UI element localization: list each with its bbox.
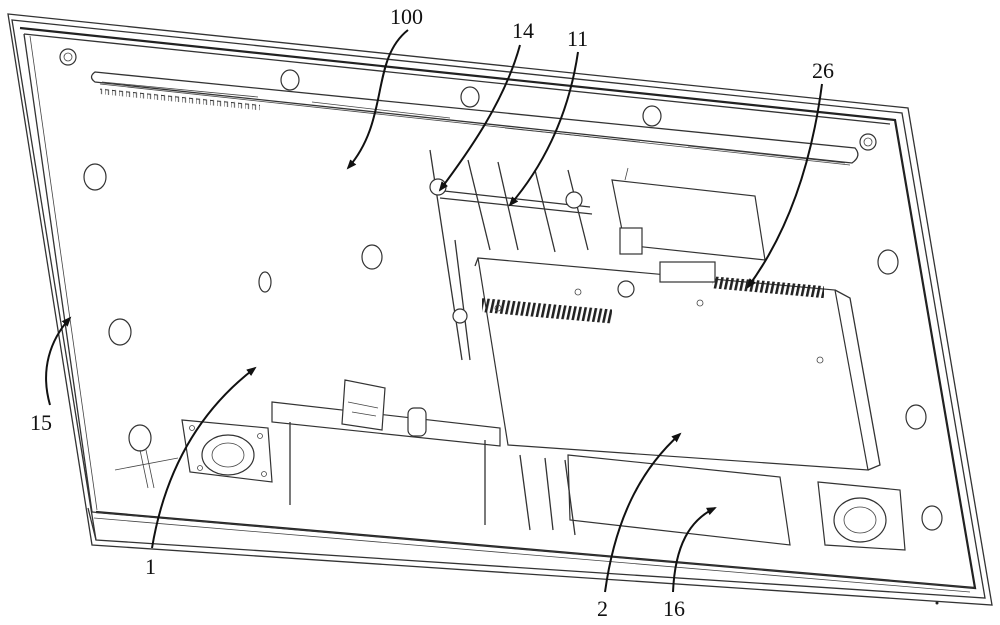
mounting-bosses bbox=[59, 48, 943, 531]
wire-bracket bbox=[429, 149, 593, 361]
label-11: 11 bbox=[567, 26, 588, 51]
label-100: 100 bbox=[390, 4, 423, 29]
leader-11 bbox=[508, 51, 579, 207]
leader-14 bbox=[438, 44, 521, 192]
lower-housing bbox=[271, 379, 791, 546]
reference-labels: 100 14 11 26 15 1 2 16 bbox=[30, 4, 834, 621]
dot-mark bbox=[935, 601, 939, 605]
label-16: 16 bbox=[663, 596, 685, 621]
leader-26 bbox=[746, 83, 823, 289]
right-speaker bbox=[817, 481, 906, 551]
left-speaker bbox=[114, 419, 273, 489]
label-15: 15 bbox=[30, 410, 52, 435]
leader-100 bbox=[346, 29, 409, 170]
label-2: 2 bbox=[597, 596, 608, 621]
clip-icon bbox=[429, 178, 447, 196]
outer-frame bbox=[7, 13, 993, 606]
label-14: 14 bbox=[512, 18, 534, 43]
label-26: 26 bbox=[812, 58, 834, 83]
leader-15 bbox=[45, 316, 72, 406]
leader-2 bbox=[604, 432, 682, 593]
top-rack-rail bbox=[90, 71, 859, 166]
label-1: 1 bbox=[145, 554, 156, 579]
callouts bbox=[45, 29, 823, 593]
leader-1 bbox=[151, 366, 257, 549]
leader-16 bbox=[672, 507, 717, 593]
main-module-2 bbox=[474, 257, 881, 471]
upper-circuit-board bbox=[611, 167, 766, 261]
